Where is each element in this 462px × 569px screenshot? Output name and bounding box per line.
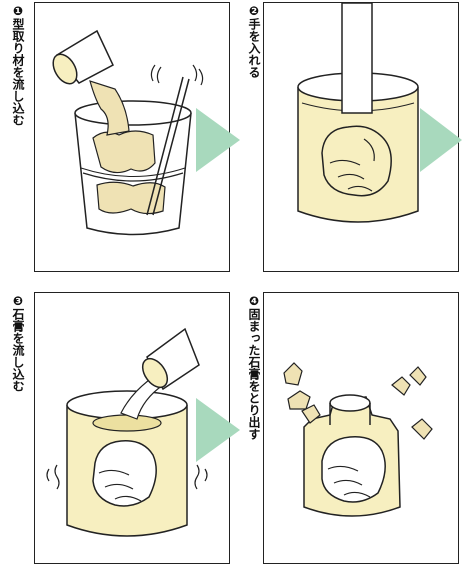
step-2-text: 手を入れる [247,18,261,78]
cup-pour-icon [48,31,113,88]
arrow-step-2-to-next [420,108,462,172]
plaster-hand-icon [322,437,385,502]
arrow-step-1-to-2 [196,108,240,172]
step-3-text: 石膏を流し込む [11,308,25,392]
hand-in-liquid-icon [93,441,156,506]
step-4-text: 固まった石膏をとり出す [247,308,261,440]
hand-in-liquid-icon [322,126,391,196]
step-1-label: ❶型取り材を流し込む [10,4,24,126]
step-4-number: ❹ [247,294,261,308]
step-4-label: ❹固まった石膏をとり出す [246,294,260,440]
step-3-label: ❸石膏を流し込む [10,294,24,392]
step-2-number: ❷ [247,4,261,18]
step-3-number: ❸ [11,294,25,308]
step-1-number: ❶ [11,4,25,18]
step-2-label: ❷手を入れる [246,4,260,78]
step-1-text: 型取り材を流し込む [11,18,25,126]
arrow-step-3-to-4 [196,398,240,462]
panel-step-4 [263,292,459,564]
plaster-remove-illustration [264,293,458,563]
